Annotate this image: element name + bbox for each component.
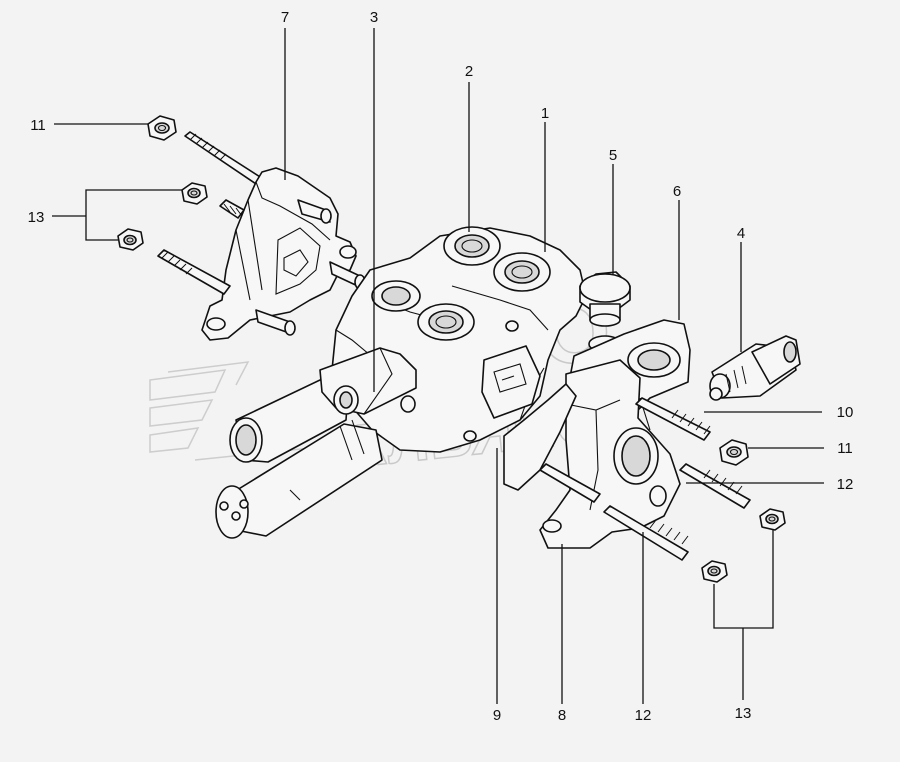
gasket-part-9 (503, 383, 577, 491)
callout-13-bottom: 13 (735, 705, 752, 722)
stud-12-right (679, 463, 751, 509)
nut-13-lower-left (117, 228, 144, 251)
callout-12-bottom: 12 (635, 707, 652, 724)
callout-8: 8 (558, 707, 566, 724)
callout-labels: 11 13 7 3 2 1 5 6 4 10 11 12 9 8 12 13 (28, 9, 854, 724)
callout-11-right: 11 (837, 440, 853, 457)
callout-12-right: 12 (837, 476, 854, 493)
valve-cover-part-7 (201, 167, 366, 341)
callout-6: 6 (673, 183, 681, 200)
stud-12-lower (603, 505, 689, 561)
stud-short-left (219, 199, 245, 219)
callout-5: 5 (609, 147, 617, 164)
solenoid-cartridge-part-3 (215, 347, 417, 539)
nut-11-right (719, 439, 749, 466)
callout-9: 9 (493, 707, 501, 724)
callout-7: 7 (281, 9, 289, 26)
callout-2: 2 (465, 63, 473, 80)
stud-lower-left (157, 249, 231, 295)
stud-upper-left (184, 131, 269, 189)
callout-13-left: 13 (28, 209, 45, 226)
leader-lines (52, 28, 824, 704)
callout-4: 4 (737, 225, 745, 242)
nut-13-lower-right (701, 560, 728, 583)
nut-13-upper-left (181, 182, 208, 205)
nut-13-upper-right (759, 508, 786, 531)
callout-3: 3 (370, 9, 378, 26)
callout-11-left: 11 (30, 117, 46, 134)
stud-12-middle (539, 463, 601, 503)
stud-10 (635, 397, 711, 441)
bracket-part-8 (539, 359, 681, 549)
nut-11-left (147, 115, 177, 141)
solenoid-sensor-part-4 (709, 335, 801, 401)
callout-1: 1 (541, 105, 549, 122)
callout-10: 10 (837, 404, 854, 421)
